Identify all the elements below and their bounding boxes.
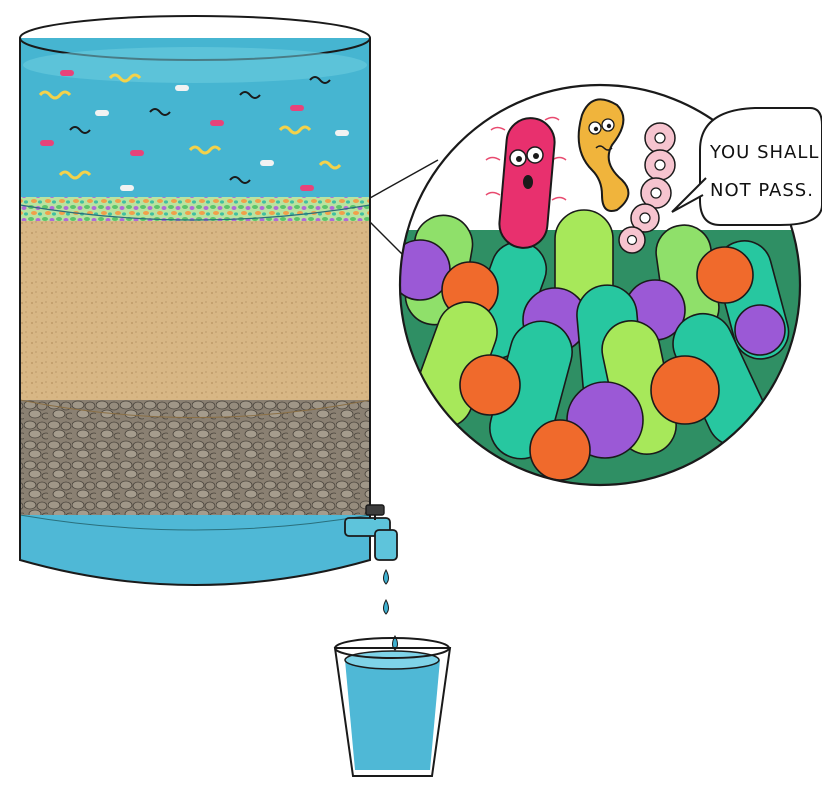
drinking-glass-icon <box>335 638 450 776</box>
filter-tank <box>10 16 397 615</box>
speech-bubble-line1: YOU SHALL <box>709 142 819 163</box>
sand-layer <box>10 221 380 411</box>
biofilm-layer <box>10 197 380 221</box>
water-drop-icon <box>384 570 389 584</box>
water-drop-icon <box>384 600 389 614</box>
speech-bubble-line2: NOT PASS. <box>710 180 814 201</box>
